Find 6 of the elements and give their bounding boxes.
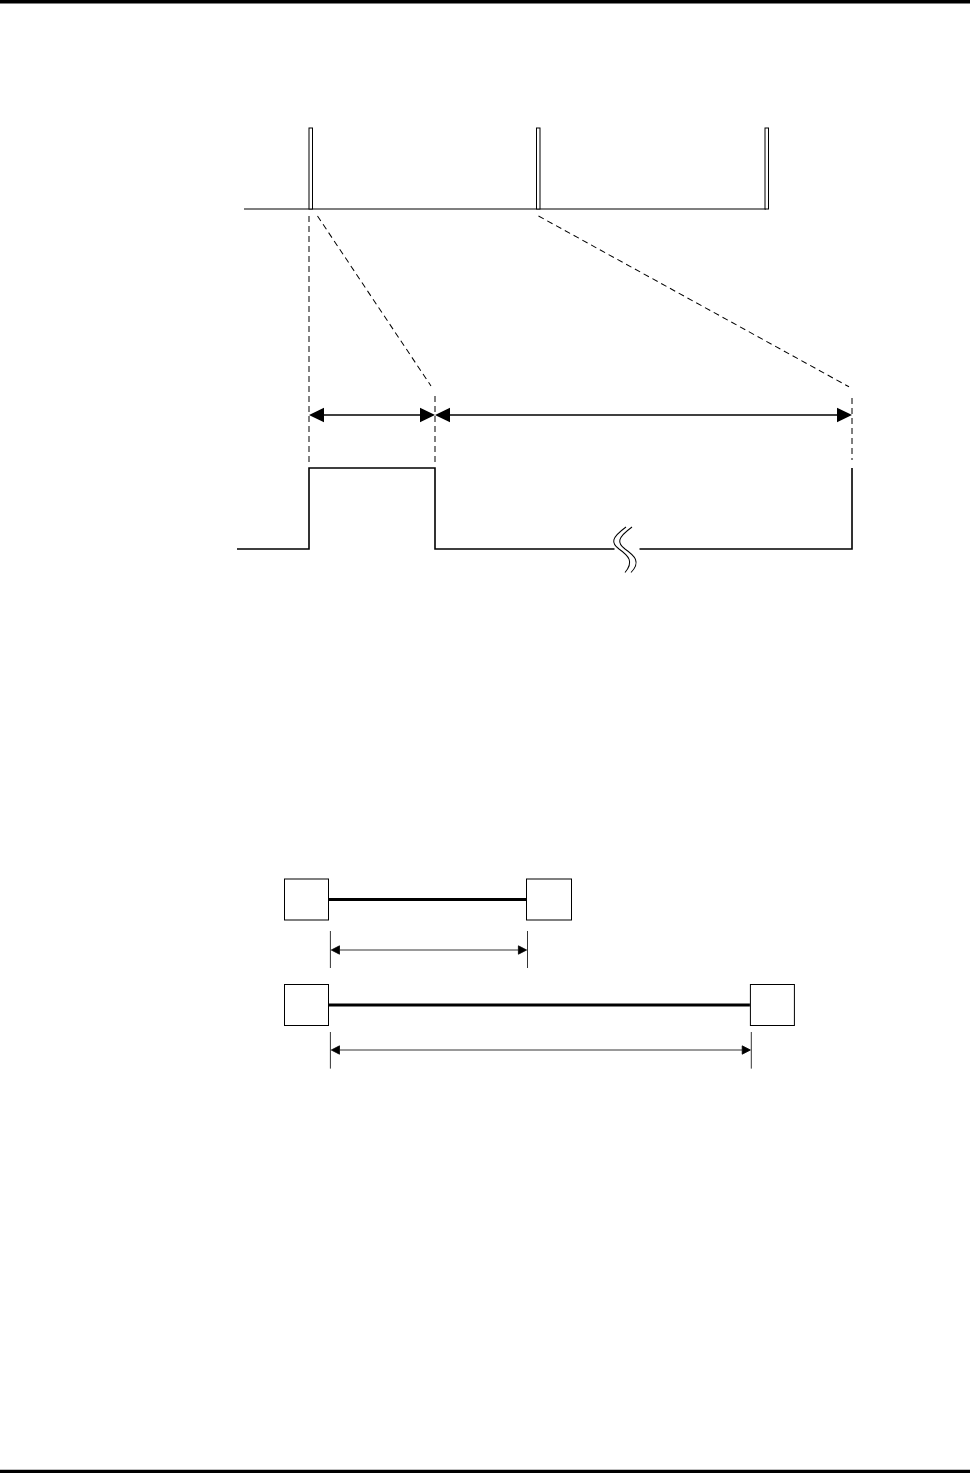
- square-box: [749, 984, 795, 1026]
- square-box: [284, 878, 329, 921]
- square-box: [284, 984, 329, 1026]
- connecting-line: [329, 897, 526, 902]
- square-box: [526, 878, 572, 921]
- connecting-line: [329, 1003, 750, 1007]
